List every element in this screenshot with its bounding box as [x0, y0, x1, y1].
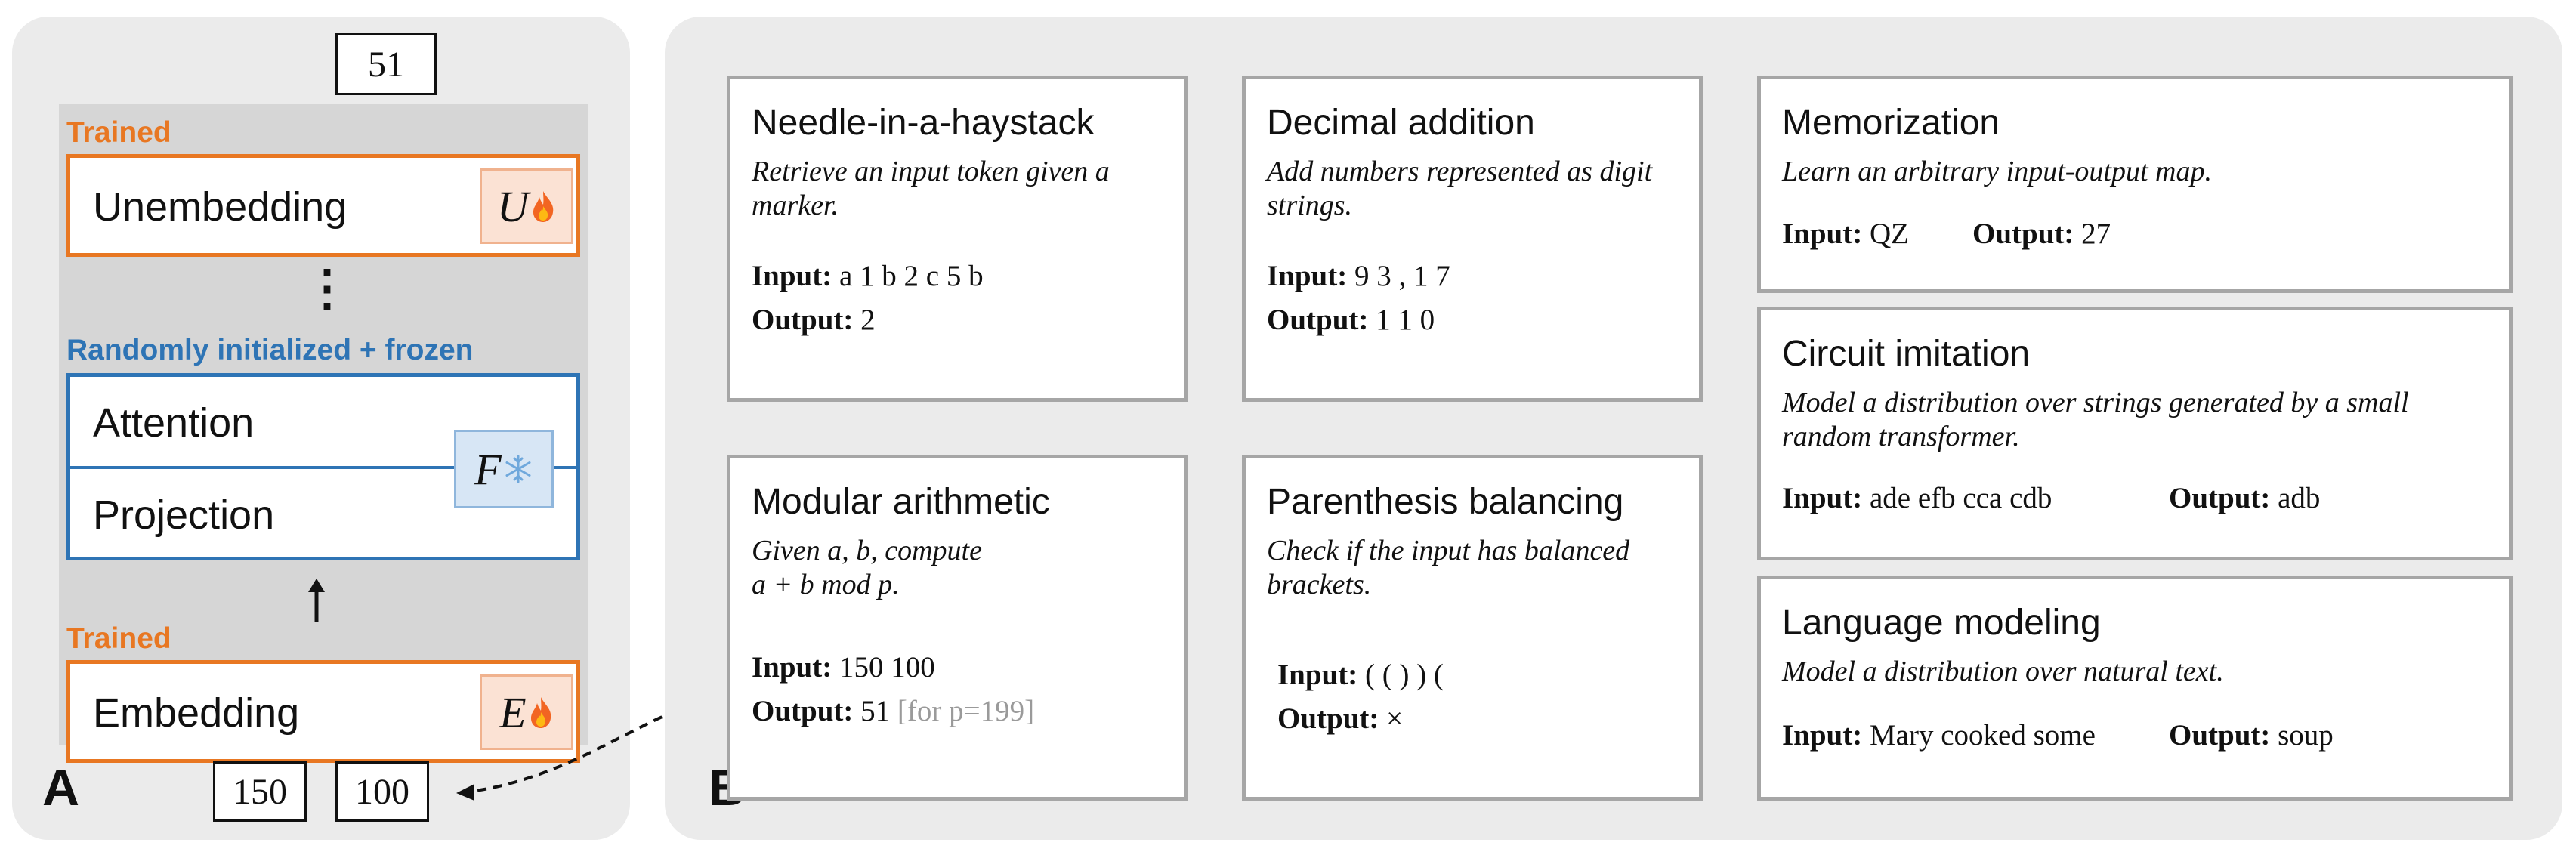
output-value: adb [2278, 482, 2321, 514]
embedding-layer: Embedding E [66, 660, 580, 763]
card-title: Needle-in-a-haystack [752, 103, 1095, 143]
card-description: Retrieve an input token given a marker. [752, 156, 1110, 221]
input-value: QZ [1869, 218, 1909, 250]
input-label: Input: [752, 260, 832, 292]
input-value: ( ( ) ) ( [1364, 659, 1444, 691]
unembedding-symbol: U [497, 181, 529, 231]
unembedding-layer: Unembedding U [66, 154, 580, 257]
input-value: Mary cooked some [1869, 719, 2096, 752]
fire-icon [530, 697, 551, 728]
output-value: 27 [2081, 218, 2111, 250]
card-title: Circuit imitation [1782, 334, 2031, 374]
output-label: Output: [1277, 702, 1379, 735]
projection-label: Projection [93, 492, 275, 538]
unembedding-badge: U [480, 168, 573, 244]
frozen-label: Randomly initialized + frozen [66, 334, 474, 366]
frozen-symbol: F [474, 444, 502, 494]
up-arrow [305, 579, 328, 628]
input-token-box-2: 100 [335, 761, 429, 822]
panel-a-letter: A [42, 759, 80, 816]
card-output-line: Output: 27 [1972, 217, 2111, 251]
output-value: 2 [860, 304, 876, 336]
card-output-line: Output: 2 [752, 303, 876, 337]
card-title: Parenthesis balancing [1267, 482, 1624, 522]
card-description: Model a distribution over natural text. [1782, 656, 2224, 687]
card-description-line-2: a + b mod p. [752, 569, 900, 600]
input-value: 150 100 [839, 651, 935, 684]
trained-label-bottom: Trained [66, 622, 171, 655]
embedding-symbol: E [499, 687, 527, 737]
card-title: Language modeling [1782, 603, 2101, 643]
card-input-line: Input: Mary cooked some [1782, 718, 2096, 752]
card-input-line: Input: 9 3 , 1 7 [1267, 259, 1450, 293]
card-input-line: Input: a 1 b 2 c 5 b [752, 259, 984, 293]
output-value: 1 1 0 [1376, 304, 1435, 336]
frozen-badge: F [454, 430, 554, 508]
output-label: Output: [1972, 218, 2074, 250]
output-label: Output: [752, 695, 854, 727]
input-value: a 1 b 2 c 5 b [839, 260, 984, 292]
fire-icon [533, 191, 554, 222]
card-description: Model a distribution over strings genera… [1782, 387, 2409, 452]
card-output-line: Output: × [1277, 702, 1403, 736]
input-label: Input: [1267, 260, 1348, 292]
output-label: Output: [2169, 719, 2271, 752]
input-token-value-1: 150 [233, 771, 287, 812]
input-token-value-2: 100 [355, 771, 409, 812]
card-output-line: Output: soup [2169, 718, 2334, 752]
card-output-line: Output: 51 [for p=199] [752, 694, 1034, 728]
card-decimal-addition: Decimal addition Add numbers represented… [1242, 76, 1703, 402]
card-description: Add numbers represented as digit strings… [1267, 156, 1653, 221]
input-label: Input: [1782, 482, 1863, 514]
card-title: Memorization [1782, 103, 2000, 143]
frozen-block: Attention Projection F [66, 373, 580, 560]
unembedding-label: Unembedding [93, 184, 347, 230]
trained-label-top: Trained [66, 116, 171, 149]
card-output-line: Output: 1 1 0 [1267, 303, 1435, 337]
output-label: Output: [2169, 482, 2271, 514]
embedding-label: Embedding [93, 690, 300, 736]
card-input-line: Input: ( ( ) ) ( [1277, 658, 1444, 692]
ellipsis: ⋮ [302, 260, 352, 316]
input-value: ade efb cca cdb [1869, 482, 2052, 514]
output-value: soup [2278, 719, 2334, 752]
input-label: Input: [1782, 719, 1863, 752]
panel-b: B Needle-in-a-haystack Retrieve an input… [665, 17, 2562, 840]
input-label: Input: [1277, 659, 1358, 691]
attention-label: Attention [93, 400, 255, 446]
card-language-modeling: Language modeling Model a distribution o… [1757, 576, 2513, 801]
input-token-box-1: 150 [213, 761, 307, 822]
card-needle-in-a-haystack: Needle-in-a-haystack Retrieve an input t… [727, 76, 1188, 402]
card-output-line: Output: adb [2169, 481, 2320, 515]
card-title: Decimal addition [1267, 103, 1535, 143]
attention-projection-divider [70, 466, 576, 469]
card-input-line: Input: ade efb cca cdb [1782, 481, 2052, 515]
card-description: Learn an arbitrary input-output map. [1782, 156, 2212, 187]
output-token-box: 51 [335, 33, 437, 95]
card-circuit-imitation: Circuit imitation Model a distribution o… [1757, 307, 2513, 560]
input-label: Input: [1782, 218, 1863, 250]
embedding-badge: E [480, 674, 573, 750]
snowflake-icon [505, 455, 531, 483]
output-label: Output: [752, 304, 854, 336]
output-label: Output: [1267, 304, 1369, 336]
output-value: 51 [860, 695, 891, 727]
card-input-line: Input: QZ [1782, 217, 1909, 251]
model-stack: Trained Unembedding U ⋮ Randomly initial… [59, 104, 588, 763]
card-description: Check if the input has balanced brackets… [1267, 535, 1630, 600]
card-modular-arithmetic: Modular arithmetic Given a, b, compute a… [727, 455, 1188, 801]
card-description-line-1: Given a, b, compute [752, 535, 982, 566]
card-input-line: Input: 150 100 [752, 650, 935, 684]
output-note: [for p=199] [897, 695, 1035, 727]
output-value: × [1386, 702, 1404, 735]
input-label: Input: [752, 651, 832, 684]
panel-a: 51 Trained Unembedding U ⋮ Randomly init… [12, 17, 630, 840]
card-title: Modular arithmetic [752, 482, 1050, 522]
card-parenthesis-balancing: Parenthesis balancing Check if the input… [1242, 455, 1703, 801]
card-memorization: Memorization Learn an arbitrary input-ou… [1757, 76, 2513, 293]
output-token-value: 51 [368, 44, 404, 85]
input-value: 9 3 , 1 7 [1354, 260, 1450, 292]
